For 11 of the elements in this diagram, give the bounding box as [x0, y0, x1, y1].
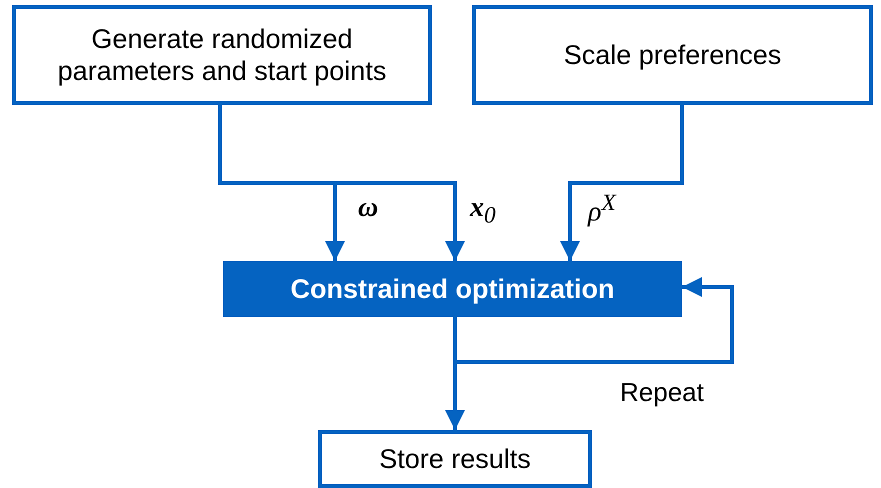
- text-box: [472, 5, 873, 105]
- box-text: Scale preferences: [564, 38, 782, 72]
- text-box: [12, 5, 432, 105]
- box-text: Store results: [379, 442, 531, 476]
- box-text: Constrained optimization: [290, 272, 614, 306]
- arrow: [560, 105, 684, 261]
- arrow: [218, 105, 465, 261]
- process-box: [223, 261, 682, 317]
- arrow: [453, 277, 734, 364]
- text-box: [318, 430, 592, 488]
- box-text: Generate randomized parameters and start points: [56, 22, 388, 88]
